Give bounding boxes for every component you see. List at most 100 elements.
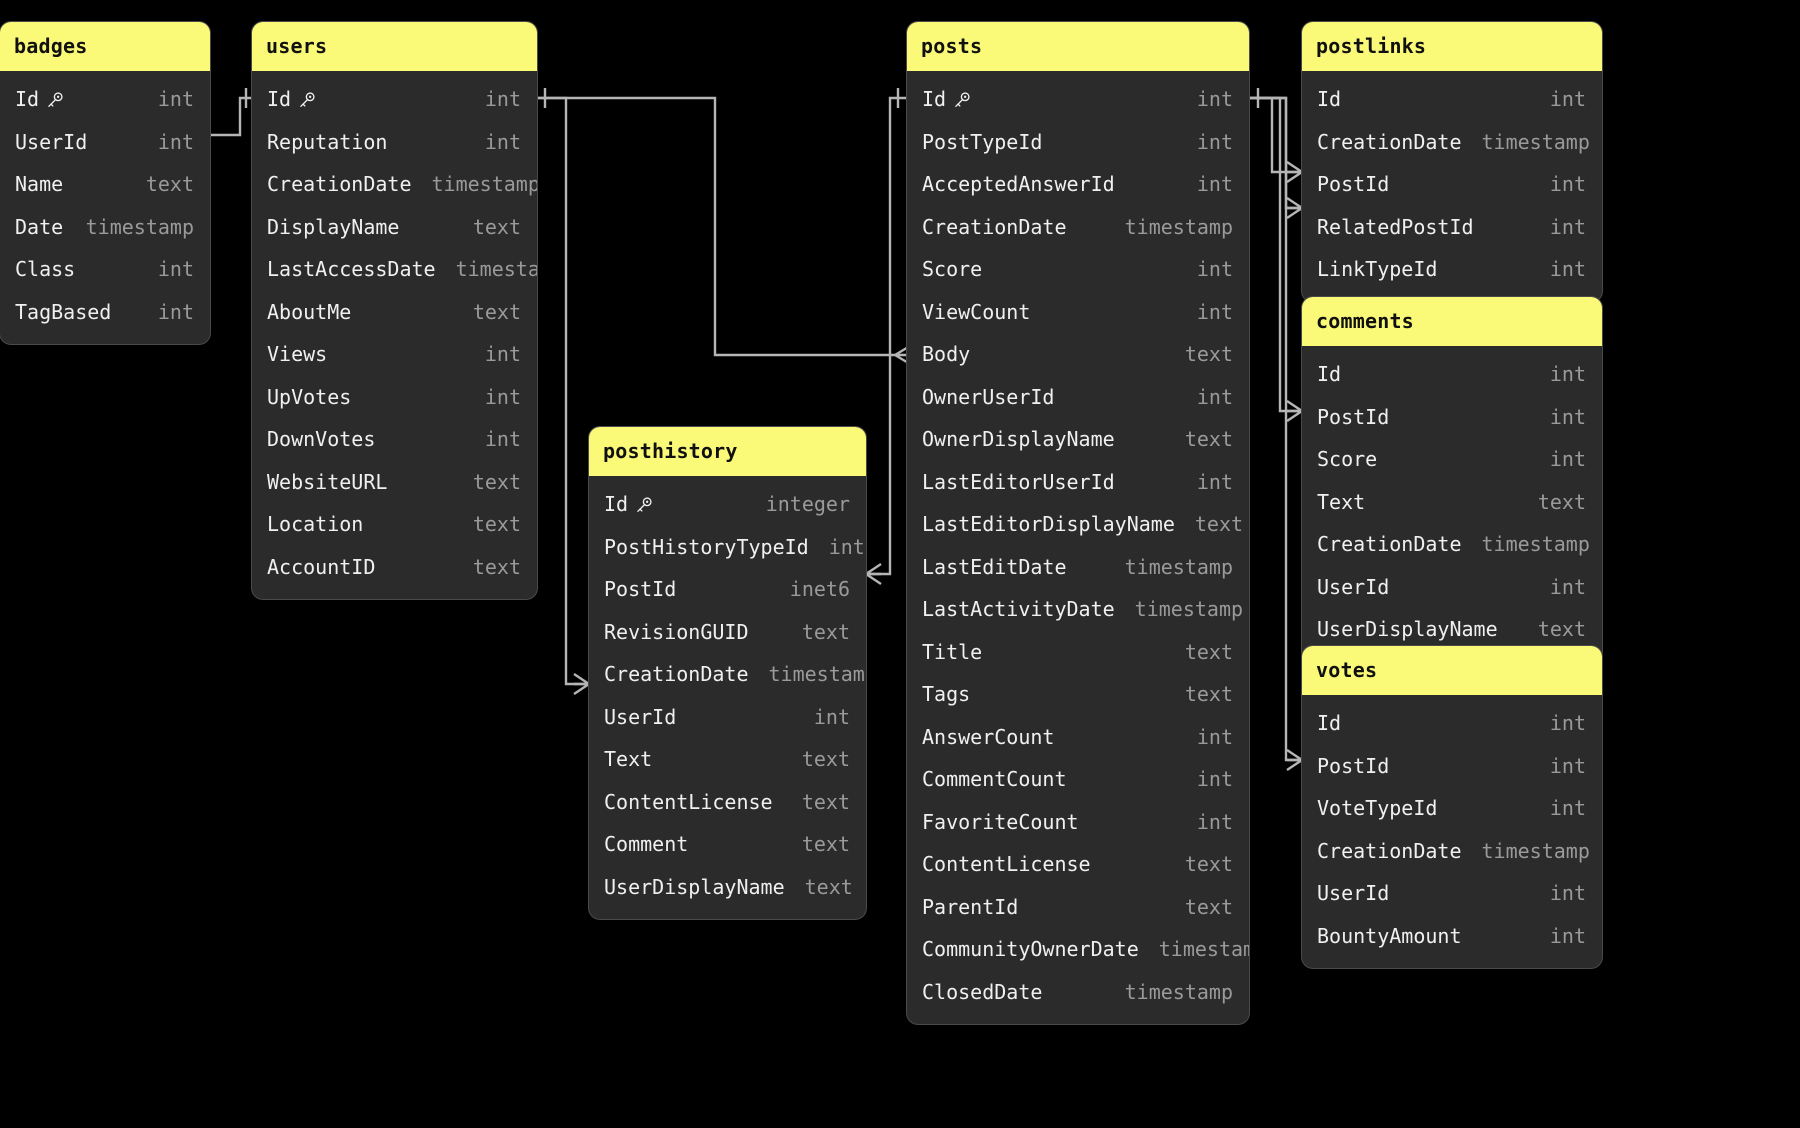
table-title-postlinks[interactable]: postlinks [1302,22,1602,71]
edge-posts-postlinks-relatedpostid [1249,96,1303,219]
field-type: int [1196,299,1233,324]
field-name: CreationDate [604,662,749,687]
field-name: RelatedPostId [1317,214,1474,239]
field-type: timestamp [1124,214,1233,239]
field-row[interactable]: ViewCount int [907,291,1249,334]
table-title-comments[interactable]: comments [1302,297,1602,346]
field-type: int [813,704,850,729]
table-title-posts[interactable]: posts [907,22,1249,71]
table-title-users[interactable]: users [252,22,537,71]
field-name: UserId [15,129,88,154]
field-name-wrap: FavoriteCount [922,810,1079,834]
field-row[interactable]: LastAccessDatetimestamp [252,248,537,291]
field-type: integer [765,492,850,517]
field-row[interactable]: CommunityOwnerDatetimestamp [907,928,1249,971]
field-name: UserId [1317,881,1390,906]
table-title-posthistory[interactable]: posthistory [589,427,866,476]
field-name-wrap: ViewCount [922,300,1030,324]
field-name-wrap: Id [1317,87,1341,111]
table-title-badges[interactable]: badges [0,22,210,71]
field-type: int [1549,257,1586,282]
table-title-votes[interactable]: votes [1302,646,1602,695]
field-name: Class [15,257,76,282]
field-type: int [1549,447,1586,472]
field-name: Title [922,639,983,664]
field-name: ParentId [922,894,1019,919]
